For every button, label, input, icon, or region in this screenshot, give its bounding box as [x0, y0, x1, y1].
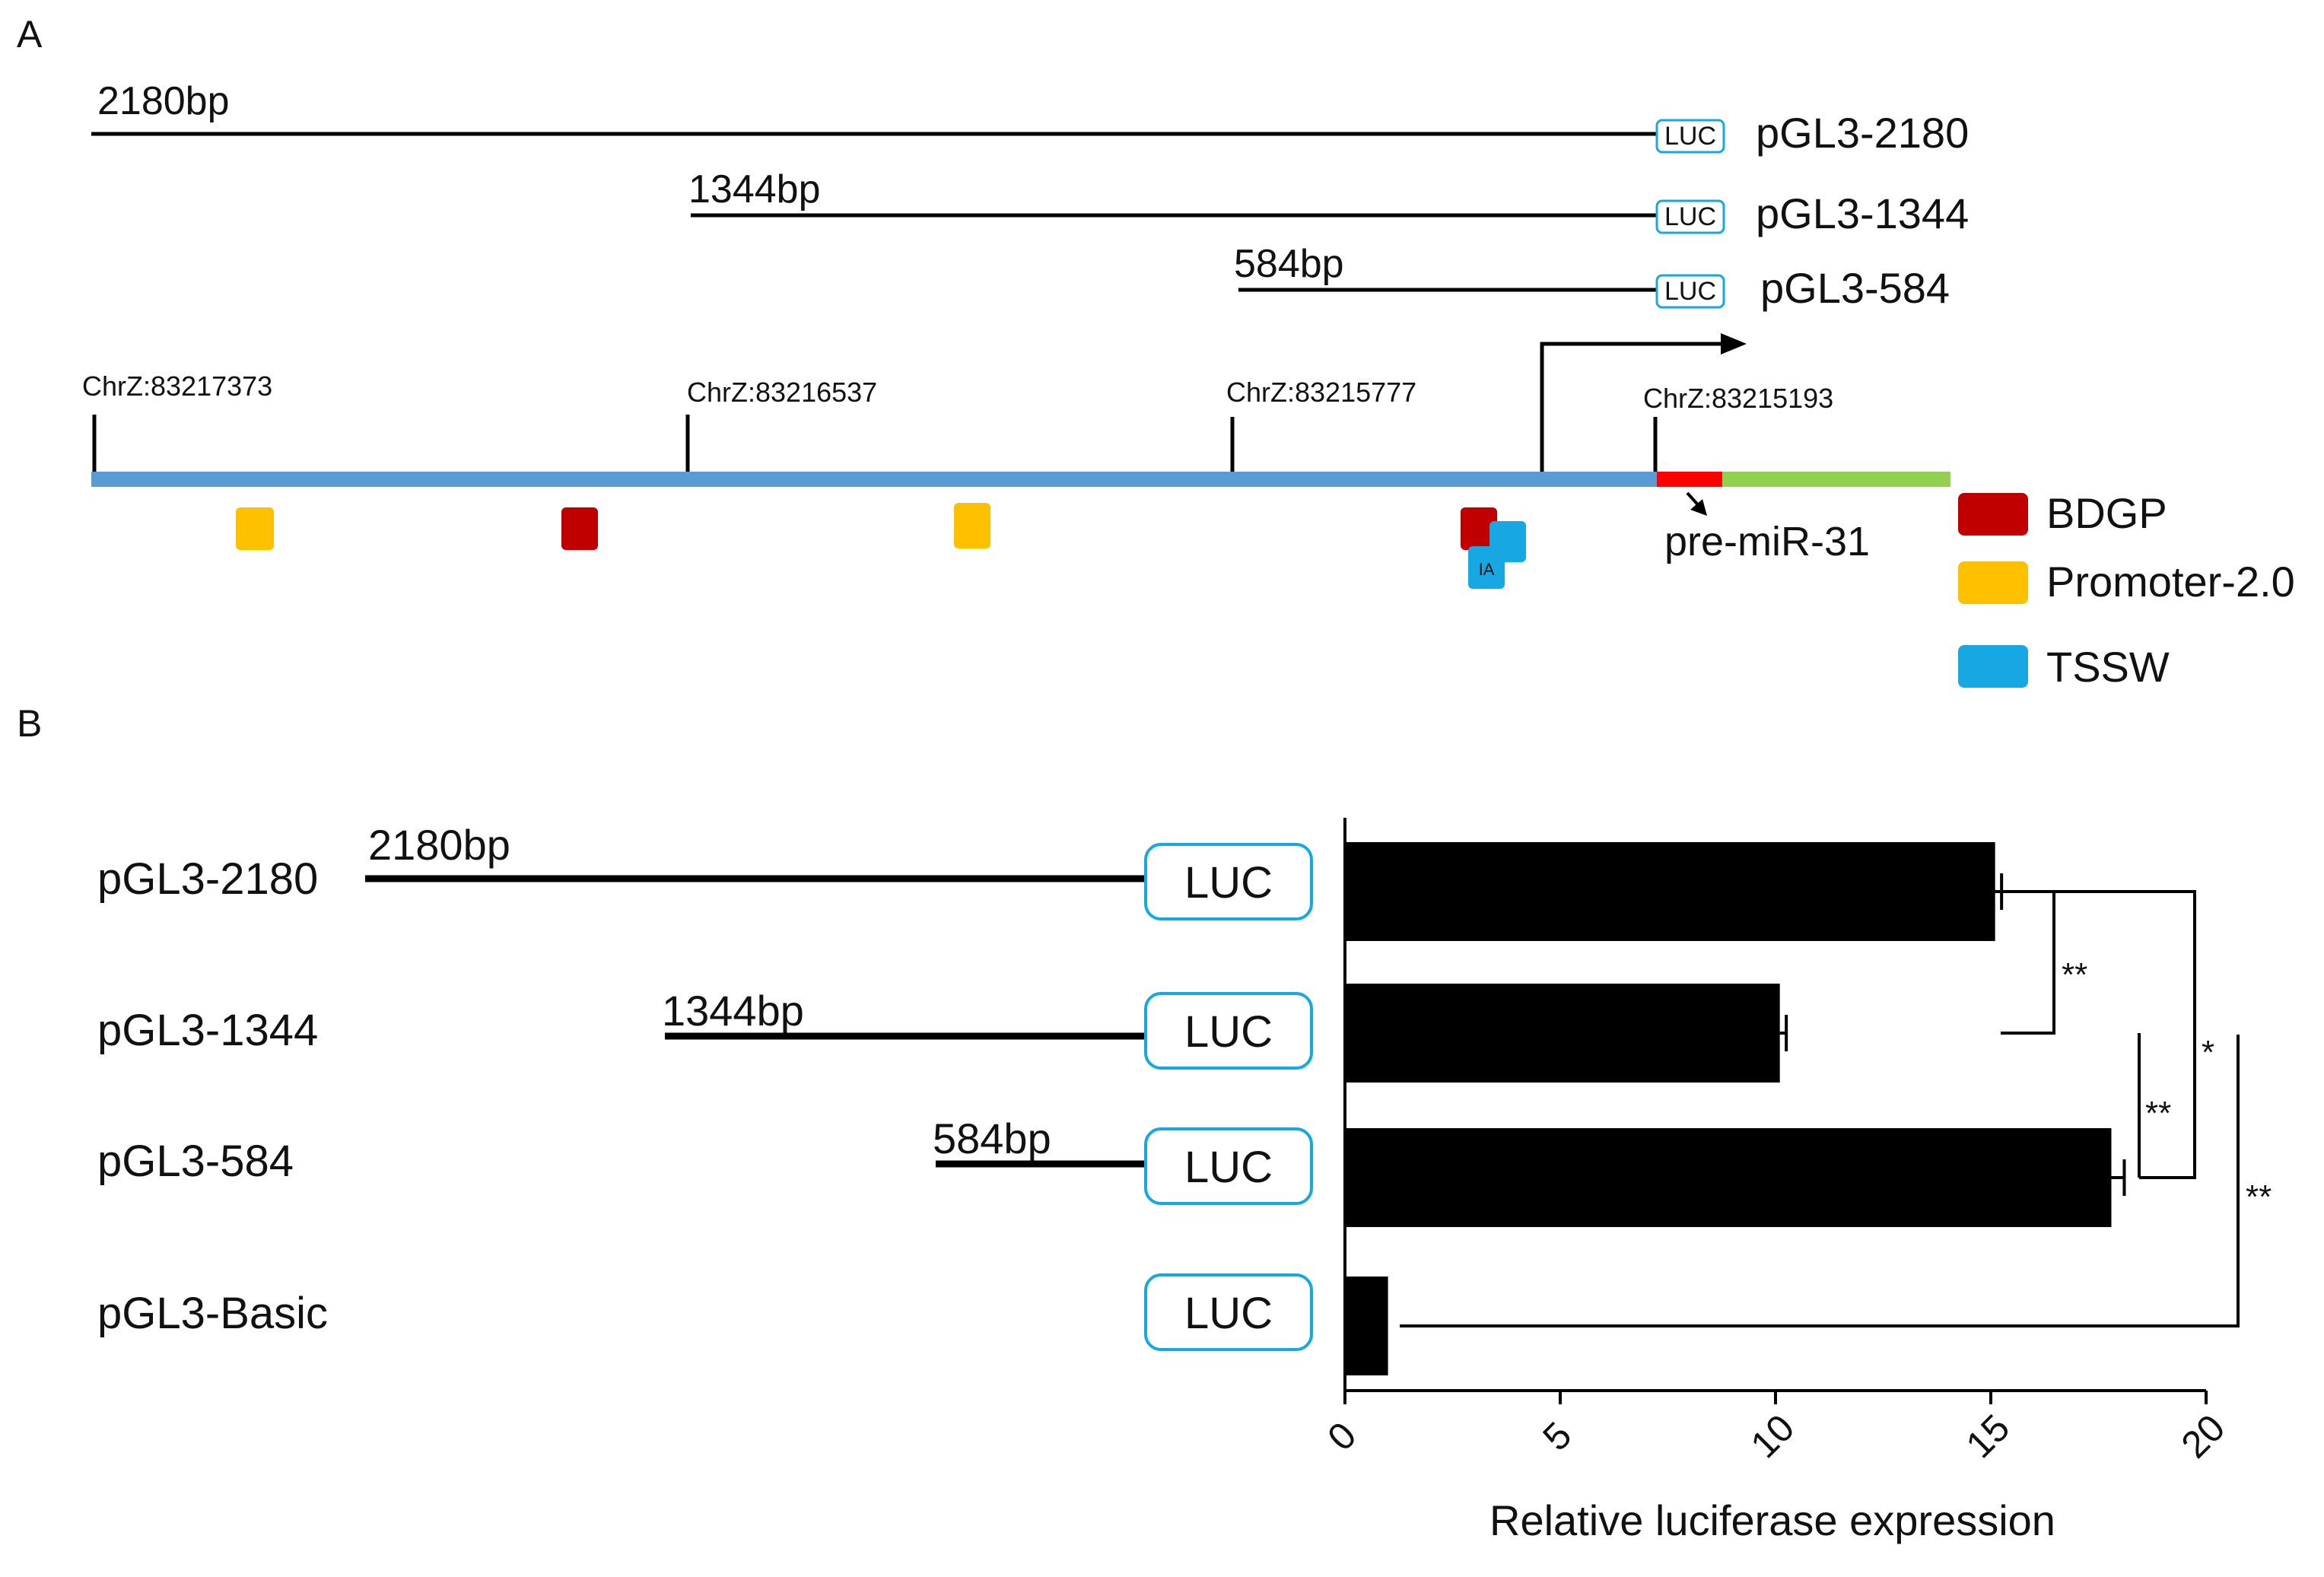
construct-name: pGL3-1344: [1756, 189, 1969, 237]
row-pgl3-basic: pGL3-Basic LUC: [97, 1273, 1313, 1351]
bdgp-site: [1461, 507, 1497, 550]
legend-label: TSSW: [2046, 643, 2170, 691]
tssw-site-label: IA: [1479, 560, 1495, 579]
error-bar: [1779, 1015, 1788, 1051]
bar-pgl3-584: [1345, 1128, 2112, 1227]
coordinate-label: ChrZ:83216537: [687, 377, 877, 408]
promoter-site: [236, 507, 274, 550]
bar-pgl3-2180: [1345, 842, 1995, 941]
construct-2180: 2180bp LUC pGL3-2180: [91, 79, 1969, 157]
luc-box: [1144, 992, 1313, 1070]
luciferase-bar-chart: 0 5 10 15 20 Relative luciferase expression: [1319, 818, 2233, 1544]
row-name: pGL3-584: [97, 1137, 294, 1186]
legend-swatch-bdgp: [1958, 493, 2028, 536]
row-length-label: 584bp: [933, 1114, 1051, 1162]
row-length-label: 2180bp: [368, 821, 510, 869]
x-tick-label: 5: [1534, 1413, 1579, 1458]
legend: BDGP Promoter-2.0 TSSW: [1958, 489, 2295, 691]
luc-label: LUC: [1184, 858, 1273, 908]
significance-brackets: [1400, 890, 2240, 1327]
row-name: pGL3-2180: [97, 854, 318, 904]
luc-label: LUC: [1184, 1143, 1273, 1192]
x-tick-label: 20: [2173, 1407, 2233, 1467]
luc-box: [1655, 199, 1725, 234]
legend-swatch-promoter: [1958, 561, 2028, 604]
bdgp-site: [561, 507, 598, 550]
legend-label: Promoter-2.0: [2046, 558, 2295, 606]
bar-pgl3-basic: [1345, 1277, 1388, 1375]
luc-box: [1144, 1127, 1313, 1205]
legend-swatch-tssw: [1958, 645, 2028, 688]
luc-box: [1144, 843, 1313, 920]
predicted-sites: IA: [236, 503, 1526, 589]
construct-584: 584bp LUC pGL3-584: [1234, 242, 1950, 312]
bracket-2180-vs-584: [2054, 890, 2196, 1179]
construct-name: pGL3-584: [1760, 264, 1950, 312]
luc-box: [1655, 119, 1725, 154]
row-pgl3-1344: pGL3-1344 1344bp LUC: [97, 987, 1313, 1070]
luc-label: LUC: [1664, 277, 1716, 306]
luc-box: [1655, 274, 1725, 309]
construct-length-label: 584bp: [1234, 242, 1344, 286]
tssw-site: [1468, 546, 1505, 589]
row-pgl3-584: pGL3-584 584bp LUC: [97, 1114, 1313, 1205]
bar-pgl3-1344: [1345, 984, 1780, 1083]
error-bar: [1995, 873, 2004, 910]
legend-label: BDGP: [2046, 489, 2167, 537]
x-tick-label: 0: [1319, 1413, 1364, 1458]
panel-b-label: B: [17, 702, 42, 745]
construct-length-label: 1344bp: [688, 167, 821, 211]
row-name: pGL3-Basic: [97, 1289, 328, 1338]
row-name: pGL3-1344: [97, 1006, 318, 1055]
luc-label: LUC: [1664, 202, 1716, 231]
upstream-region: [91, 472, 1657, 487]
genomic-region-bar: [91, 472, 1950, 487]
significance-labels: ** * ** **: [2062, 956, 2272, 1216]
row-pgl3-2180: pGL3-2180 2180bp LUC: [97, 821, 1313, 920]
coordinate-label: ChrZ:83215777: [1226, 377, 1416, 408]
row-length-label: 1344bp: [662, 987, 804, 1035]
bracket-584-vs-basic: [1400, 1035, 2240, 1327]
significance-label: **: [2246, 1178, 2272, 1216]
pre-mir-region: [1657, 472, 1722, 487]
bracket-2180-vs-1344: [2001, 890, 2055, 1035]
luc-box: [1144, 1273, 1313, 1351]
panel-a-label: A: [17, 13, 43, 56]
significance-label: **: [2062, 956, 2087, 994]
pre-mir-pointer: [1686, 491, 1707, 516]
significance-label: **: [2145, 1095, 2171, 1132]
significance-label: *: [2202, 1034, 2214, 1071]
construct-name: pGL3-2180: [1756, 109, 1969, 157]
coordinate-label: ChrZ:83215193: [1643, 383, 1833, 414]
construct-length-label: 2180bp: [97, 79, 230, 123]
construct-1344: 1344bp LUC pGL3-1344: [688, 167, 1969, 237]
promoter-site: [954, 503, 990, 548]
coordinate-label: ChrZ:83217373: [82, 370, 272, 402]
error-bar: [2111, 1159, 2126, 1196]
downstream-region: [1722, 472, 1950, 487]
luc-label: LUC: [1184, 1007, 1273, 1057]
tss-arrow: [1540, 333, 1747, 475]
x-tick-label: 15: [1958, 1407, 2018, 1467]
luc-label: LUC: [1184, 1289, 1273, 1338]
pre-mir-label: pre-miR-31: [1664, 519, 1870, 564]
x-tick-label: 10: [1743, 1407, 1803, 1467]
coordinate-markers: ChrZ:83217373 ChrZ:83216537 ChrZ:8321577…: [82, 370, 1833, 472]
luc-label: LUC: [1664, 122, 1716, 151]
x-axis-title: Relative luciferase expression: [1489, 1496, 2055, 1544]
